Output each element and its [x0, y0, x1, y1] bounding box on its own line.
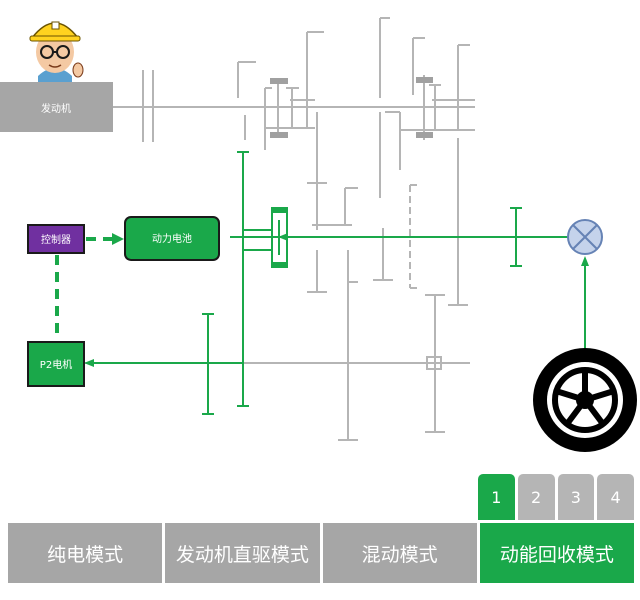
control-links [55, 237, 112, 340]
step-tab-4[interactable]: 4 [597, 474, 634, 520]
mode-tab-hybrid[interactable]: 混动模式 [322, 523, 477, 583]
powertrain-diagram: 发动机 [0, 17, 637, 452]
energy-flow-path [92, 151, 586, 415]
engine-label: 发动机 [41, 102, 71, 115]
mascot-worker-icon [29, 21, 84, 82]
p2-motor-block: P2电机 [27, 341, 85, 387]
mode-tab-regen[interactable]: 动能回收模式 [479, 523, 634, 583]
battery-label: 动力电池 [152, 232, 192, 245]
mode-tab-ev[interactable]: 纯电模式 [8, 523, 163, 583]
synchronizer-sleeves [270, 77, 442, 370]
engine-block: 发动机 [0, 82, 113, 132]
controller-label: 控制器 [41, 233, 71, 246]
clutch-icon [567, 219, 603, 255]
battery-block: 动力电池 [124, 216, 220, 261]
step-tab-3[interactable]: 3 [557, 474, 595, 520]
step-tab-1[interactable]: 1 [478, 474, 515, 520]
energy-flow-arrows [84, 207, 589, 367]
sub-step-tabs: 1 2 3 4 [478, 474, 634, 520]
p2-motor-label: P2电机 [40, 358, 72, 371]
gray-gearsets [82, 17, 475, 441]
mode-tab-bar: 纯电模式 发动机直驱模式 混动模式 动能回收模式 [8, 523, 634, 583]
mode-tab-engine-direct[interactable]: 发动机直驱模式 [165, 523, 320, 583]
dashed-link [409, 184, 420, 289]
controller-block: 控制器 [27, 224, 85, 254]
engine-shaft [113, 70, 475, 142]
step-tab-2[interactable]: 2 [517, 474, 555, 520]
wheel-icon [533, 348, 637, 452]
control-arrow [112, 233, 124, 245]
